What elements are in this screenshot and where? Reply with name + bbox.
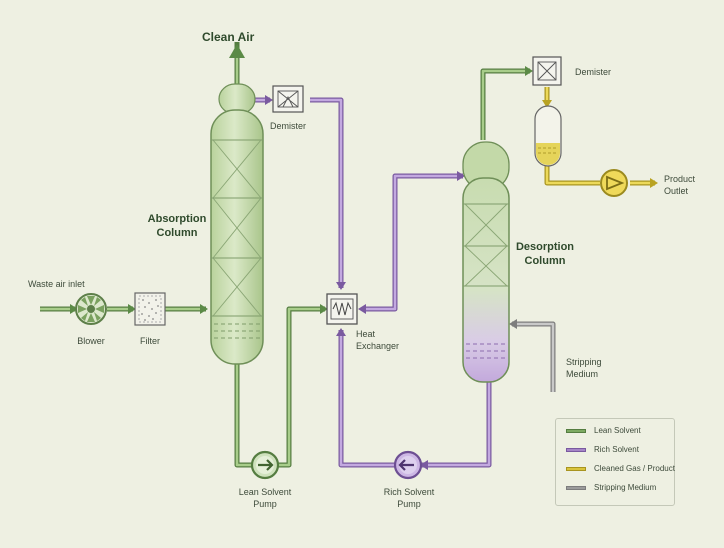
legend-swatch xyxy=(566,448,586,452)
heat-exchanger-icon xyxy=(326,293,358,325)
legend-item-lean: Lean Solvent xyxy=(566,425,672,437)
demister-right-label: Demister xyxy=(575,67,612,77)
demister-icon xyxy=(272,85,304,113)
legend-swatch xyxy=(566,486,586,490)
absorption-column xyxy=(210,83,264,365)
legend-label: Stripping Medium xyxy=(594,483,657,492)
blower-label: Blower xyxy=(77,336,105,346)
product-lines xyxy=(544,87,655,186)
legend-label: Cleaned Gas / Product xyxy=(594,464,675,473)
legend-item-rich: Rich Solvent xyxy=(566,444,672,456)
pump-arrow-icon xyxy=(250,450,280,480)
desorption-column xyxy=(462,141,510,383)
legend-item-gas: Cleaned Gas / Product xyxy=(566,463,675,475)
legend-swatch xyxy=(566,467,586,471)
legend-item-stripping: Stripping Medium xyxy=(566,482,672,494)
legend-label: Rich Solvent xyxy=(594,445,639,454)
pump-arrow-icon xyxy=(393,450,423,480)
filter-label: Filter xyxy=(140,336,160,346)
waste-air-label: Waste air inlet xyxy=(28,279,85,289)
demister-icon xyxy=(532,56,562,86)
demister-left-label: Demister xyxy=(269,121,306,131)
legend-label: Lean Solvent xyxy=(594,426,641,435)
stripping-line xyxy=(512,321,556,392)
separator-vessel xyxy=(534,105,562,167)
filter-icon xyxy=(134,292,166,326)
legend-swatch xyxy=(566,429,586,433)
fan-icon xyxy=(75,293,107,325)
legend: Lean Solvent Rich Solvent Cleaned Gas / … xyxy=(555,418,675,506)
pump-arrow-icon xyxy=(600,169,628,197)
clean-air-label: Clean Air xyxy=(202,30,255,44)
clean-air-arrow xyxy=(229,44,245,58)
rich-solvent-lines xyxy=(250,97,492,468)
